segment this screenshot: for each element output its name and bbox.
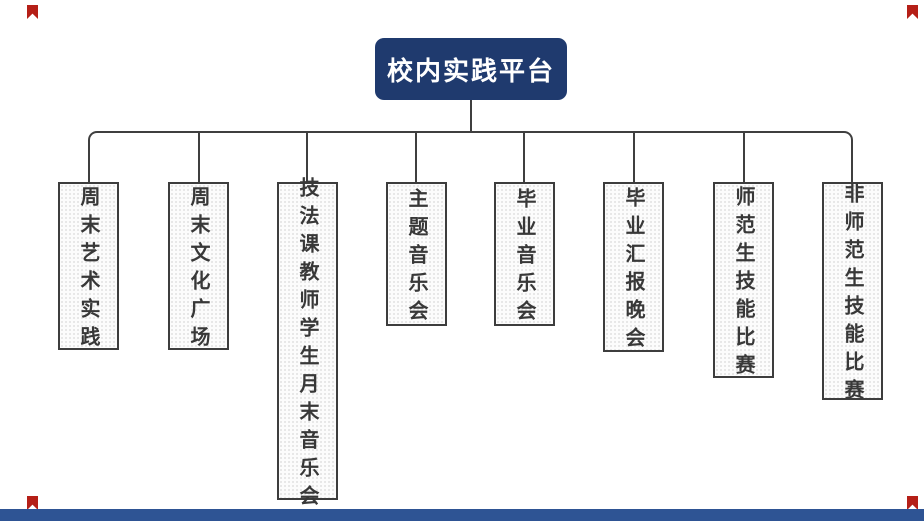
- corner-ornament-icon: [907, 5, 918, 19]
- connector-trunk: [88, 131, 853, 182]
- connector-riser: [633, 133, 635, 182]
- child-node-label: 技法课教师学生月末音乐会: [296, 177, 318, 513]
- connector-riser: [523, 133, 525, 182]
- child-node-label: 毕业音乐会: [513, 188, 535, 328]
- child-node-nonnormal-skills: 非师范生技能比赛: [822, 182, 883, 407]
- child-node-graduation-gala: 毕业汇报晚会: [603, 182, 664, 355]
- child-node-normal-skills: 师范生技能比赛: [713, 182, 774, 382]
- connector-riser: [306, 133, 308, 182]
- root-node-label: 校内实践平台: [386, 55, 555, 86]
- connector-riser: [415, 133, 417, 182]
- child-node-label: 周末艺术实践: [77, 186, 99, 354]
- child-node-label: 非师范生技能比赛: [841, 183, 863, 407]
- root-node: 校内实践平台: [375, 38, 567, 100]
- child-node-label: 主题音乐会: [405, 188, 427, 328]
- footer-bar: [0, 509, 924, 521]
- corner-ornament-icon: [907, 496, 918, 510]
- child-node-weekend-art: 周末艺术实践: [58, 182, 119, 354]
- corner-ornament-icon: [27, 496, 38, 510]
- child-node-weekend-culture: 周末文化广场: [168, 182, 229, 354]
- connector-riser: [198, 133, 200, 182]
- child-node-label: 师范生技能比赛: [732, 186, 754, 382]
- child-node-graduation-concert: 毕业音乐会: [494, 182, 555, 328]
- connector-stem: [470, 100, 472, 133]
- child-node-label: 周末文化广场: [187, 186, 209, 354]
- child-node-label: 毕业汇报晚会: [622, 187, 644, 355]
- connector-riser: [743, 133, 745, 182]
- child-node-theme-concert: 主题音乐会: [386, 182, 447, 328]
- corner-ornament-icon: [27, 5, 38, 19]
- child-node-monthly-concert: 技法课教师学生月末音乐会: [277, 177, 338, 513]
